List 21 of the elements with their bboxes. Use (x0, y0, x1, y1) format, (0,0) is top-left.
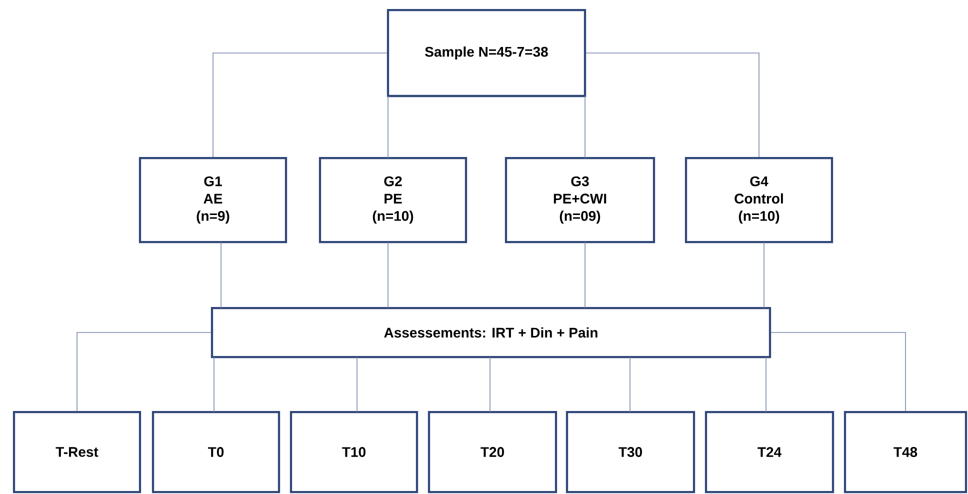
connector-line (770, 332, 906, 412)
connector-line (220, 242, 222, 308)
connector-line (212, 52, 388, 158)
connector-line (584, 242, 586, 308)
group-box: G2 PE (n=10) (318, 156, 468, 244)
timepoint-box: T30 (566, 410, 696, 494)
timepoint-box: T24 (704, 410, 834, 494)
timepoint-box: T10 (290, 410, 418, 494)
timepoint-box: T20 (428, 410, 558, 494)
group-box: G1 AE (n=9) (138, 156, 288, 244)
group-box: G3 PE+CWI (n=09) (504, 156, 656, 244)
group-box: G4 Control (n=10) (684, 156, 834, 244)
timepoint-box: T48 (844, 410, 968, 494)
sample-box: Sample N=45-7=38 (386, 8, 586, 98)
connector-line (586, 52, 760, 158)
connector-line (356, 356, 358, 412)
timepoint-box: T-Rest (12, 410, 142, 494)
connector-line (584, 96, 586, 158)
timepoint-box: T0 (152, 410, 280, 494)
connector-line (76, 332, 212, 412)
assessment-box: Assessements: IRT + Din + Pain (210, 306, 772, 358)
